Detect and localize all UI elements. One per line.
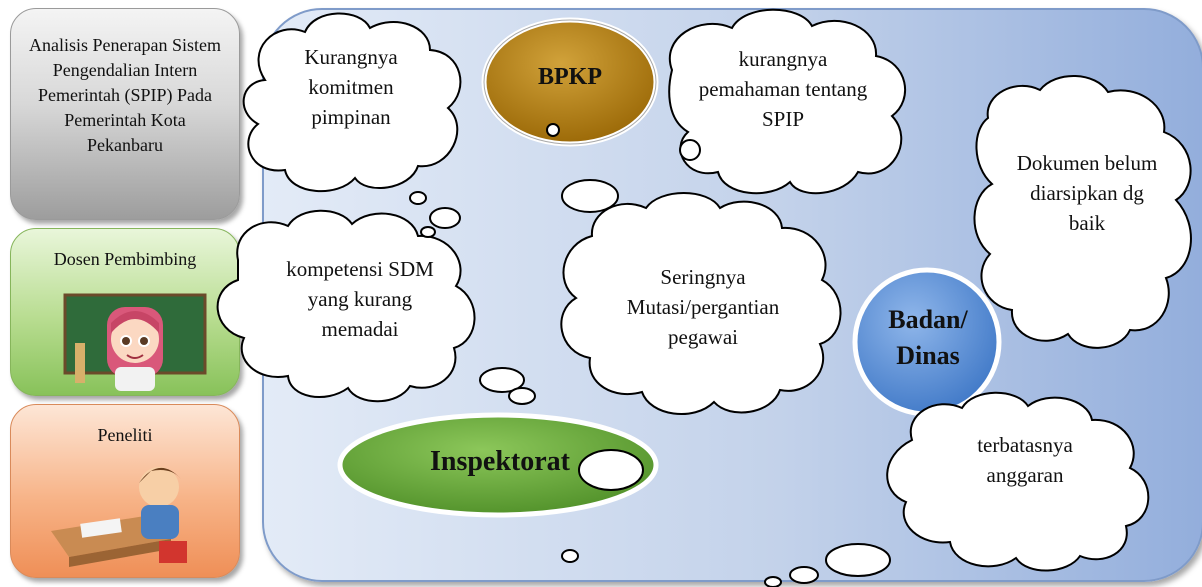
researcher-illustration [51,467,187,567]
cloud-komitmen-text: Kurangnya komitmen pimpinan [304,45,398,129]
bpkp-label: BPKP [538,64,602,90]
peneliti-box: Peneliti [10,404,240,578]
badan-label: Badan/ Dinas [888,305,968,370]
cloud-pemahaman-text: kurangnya pemahaman tentang SPIP [698,47,868,131]
cloud-mutasi-text: Seringnya Mutasi/pergantian pegawai [626,265,780,349]
cloud-mutasi [560,192,842,416]
cloud-anggaran [886,391,1150,572]
inspektorat-label: Inspektorat [429,446,570,477]
cloud-kompetensi [216,209,476,403]
dosen-box: Dosen Pembimbing [10,228,240,396]
title-box: Analisis Penerapan Sistem Pengendalian I… [10,8,240,220]
cloud-pemahaman [668,8,907,195]
cloud-anggaran-text: terbatasnya anggaran [977,433,1073,487]
inspektorat-oval [337,412,659,518]
teacher-illustration [63,293,207,391]
cloud-komitmen [242,12,462,193]
cloud-dokumen-text: Dokumen belum diarsipkan dg baik [1016,151,1158,235]
peneliti-label: Peneliti [97,425,153,445]
dosen-label: Dosen Pembimbing [53,249,197,269]
cloud-dokumen [973,75,1192,349]
cloud-kompetensi-text: kompetensi SDM yang kurang memadai [286,257,434,341]
title-text: Analisis Penerapan Sistem Pengendalian I… [29,35,221,155]
